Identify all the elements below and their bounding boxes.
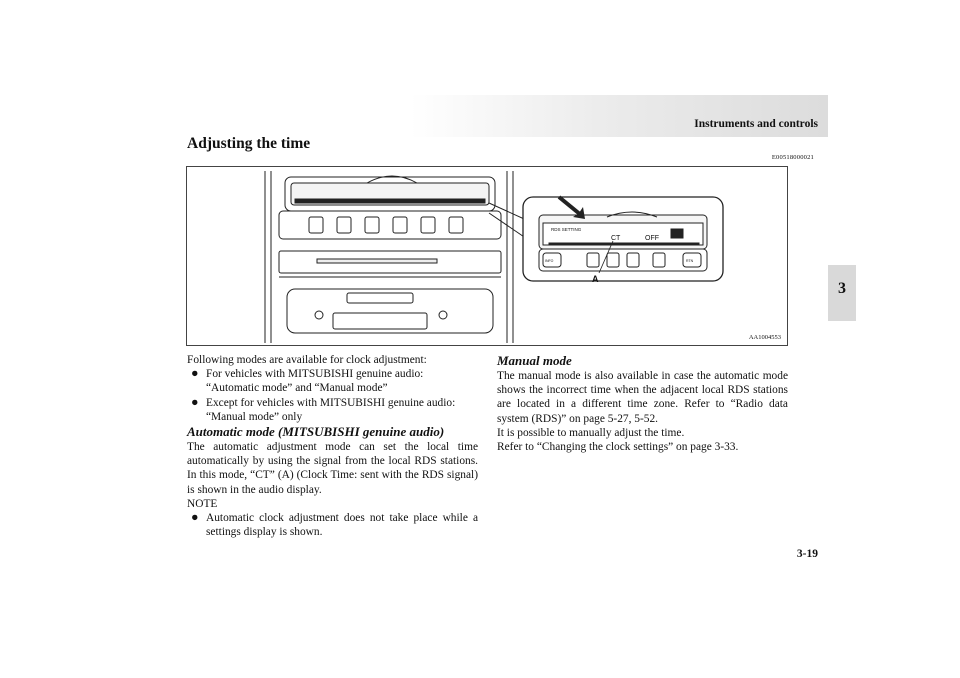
manual-mode-heading: Manual mode [497, 353, 572, 368]
off-text: OFF [645, 235, 659, 242]
automatic-mode-heading: Automatic mode (MITSUBISHI genuine audio… [187, 424, 445, 440]
callout-a-label: A [592, 274, 599, 284]
header-title: Instruments and controls [694, 118, 818, 130]
head-unit-top [284, 175, 496, 212]
page-number: 3-19 [796, 548, 818, 560]
audio-unit-illustration: RDS SETTING CT OFF INFO RTN A AA1004553 [186, 166, 788, 346]
chapter-tab: 3 [828, 265, 856, 321]
bullet-text-1: For vehicles with MITSUBISHI genuine aud… [206, 368, 424, 395]
rtn-button-label: RTN [686, 259, 694, 263]
intro-text: Following modes are available for clock … [187, 354, 427, 366]
callout-buttons [538, 248, 708, 272]
right-column: Manual mode The manual mode is also avai… [497, 353, 788, 454]
list-item: ● For vehicles with MITSUBISHI genuine a… [187, 366, 478, 395]
manual-mode-text: The manual mode is also available in cas… [497, 370, 788, 425]
bullet-text-2: Except for vehicles with MITSUBISHI genu… [206, 396, 456, 423]
manual-mode-line-2: It is possible to manually adjust the ti… [497, 426, 685, 439]
callout-a-line [598, 240, 614, 274]
section-title: Adjusting the time [187, 135, 311, 152]
head-unit-buttons [278, 210, 502, 240]
header-band [410, 95, 828, 137]
note-label: NOTE [187, 497, 218, 510]
automatic-mode-text: The automatic adjustment mode can set th… [187, 441, 478, 496]
bullet-icon: ● [191, 510, 199, 525]
list-item: ● Except for vehicles with MITSUBISHI ge… [187, 394, 478, 424]
manual-mode-line-3: Refer to “Changing the clock settings” o… [497, 441, 739, 454]
info-button-label: INFO [545, 259, 554, 263]
note-text: Automatic clock adjustment does not take… [206, 512, 478, 539]
section-code: E00518000021 [771, 154, 814, 161]
note-item: ● Automatic clock adjustment does not ta… [187, 510, 478, 539]
pointer-arrow-icon [557, 195, 585, 219]
cd-slot-section [278, 250, 502, 278]
left-column: Following modes are available for clock … [187, 353, 478, 539]
rds-setting-text: RDS SETTING [551, 227, 582, 232]
dashboard-outline [264, 171, 514, 343]
chapter-number: 3 [838, 280, 846, 297]
ct-text: CT [611, 235, 621, 242]
lower-controls [286, 288, 494, 334]
bullet-icon: ● [191, 394, 199, 409]
figure-code: AA1004553 [748, 334, 781, 341]
bullet-icon: ● [191, 366, 199, 381]
